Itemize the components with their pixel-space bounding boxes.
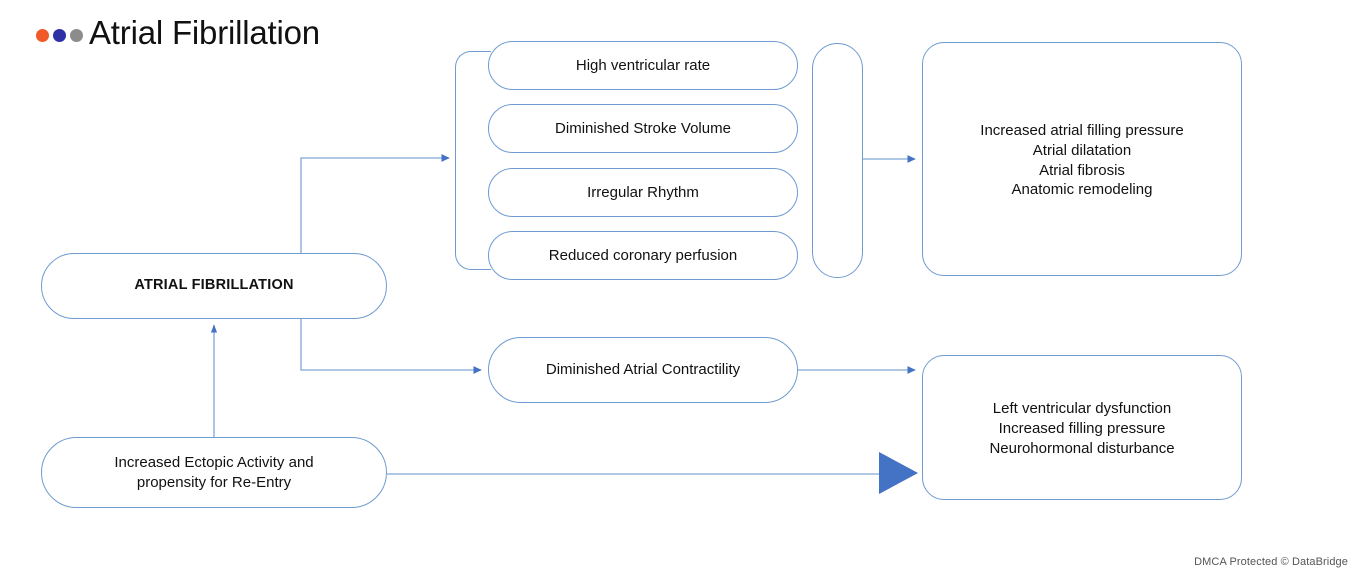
dot-orange-icon	[36, 29, 49, 42]
footer-credit: DMCA Protected © DataBridge	[1194, 556, 1348, 568]
edge-af-to-contractility	[300, 319, 482, 374]
diagram-header: Atrial Fibrillation	[36, 16, 320, 49]
node-atrial-fibrillation[interactable]: ATRIAL FIBRILLATION	[41, 253, 387, 319]
node-reduced-coronary-perfusion-label: Reduced coronary perfusion	[548, 246, 738, 264]
big-arrowhead-icon	[879, 452, 918, 494]
group-bracket-close	[812, 43, 863, 278]
node-irregular-rhythm[interactable]: Irregular Rhythm	[488, 168, 798, 217]
edge-af-to-group	[300, 154, 450, 253]
node-irregular-rhythm-label: Irregular Rhythm	[587, 183, 699, 201]
brand-dots	[36, 29, 83, 42]
node-atrial-outcomes[interactable]: Increased atrial filling pressure Atrial…	[922, 42, 1242, 276]
node-atrial-outcomes-label: Increased atrial filling pressure Atrial…	[980, 122, 1184, 199]
node-diminished-stroke-volume[interactable]: Diminished Stroke Volume	[488, 104, 798, 153]
node-ectopic-activity[interactable]: Increased Ectopic Activity and propensit…	[41, 437, 387, 508]
page-title: Atrial Fibrillation	[89, 14, 320, 51]
node-atrial-fibrillation-label: ATRIAL FIBRILLATION	[134, 277, 294, 294]
group-bracket-open	[455, 51, 491, 270]
node-high-ventricular-rate[interactable]: High ventricular rate	[488, 41, 798, 90]
node-diminished-stroke-volume-label: Diminished Stroke Volume	[555, 119, 731, 137]
node-reduced-coronary-perfusion[interactable]: Reduced coronary perfusion	[488, 231, 798, 280]
node-ventricular-outcomes-label: Left ventricular dysfunction Increased f…	[989, 400, 1175, 457]
dot-blue-icon	[53, 29, 66, 42]
node-diminished-atrial-contractility-label: Diminished Atrial Contractility	[545, 361, 741, 379]
node-diminished-atrial-contractility[interactable]: Diminished Atrial Contractility	[488, 337, 798, 403]
node-ectopic-activity-label: Increased Ectopic Activity and propensit…	[114, 453, 314, 491]
dot-gray-icon	[70, 29, 83, 42]
node-high-ventricular-rate-label: High ventricular rate	[575, 56, 711, 74]
node-ventricular-outcomes[interactable]: Left ventricular dysfunction Increased f…	[922, 355, 1242, 500]
